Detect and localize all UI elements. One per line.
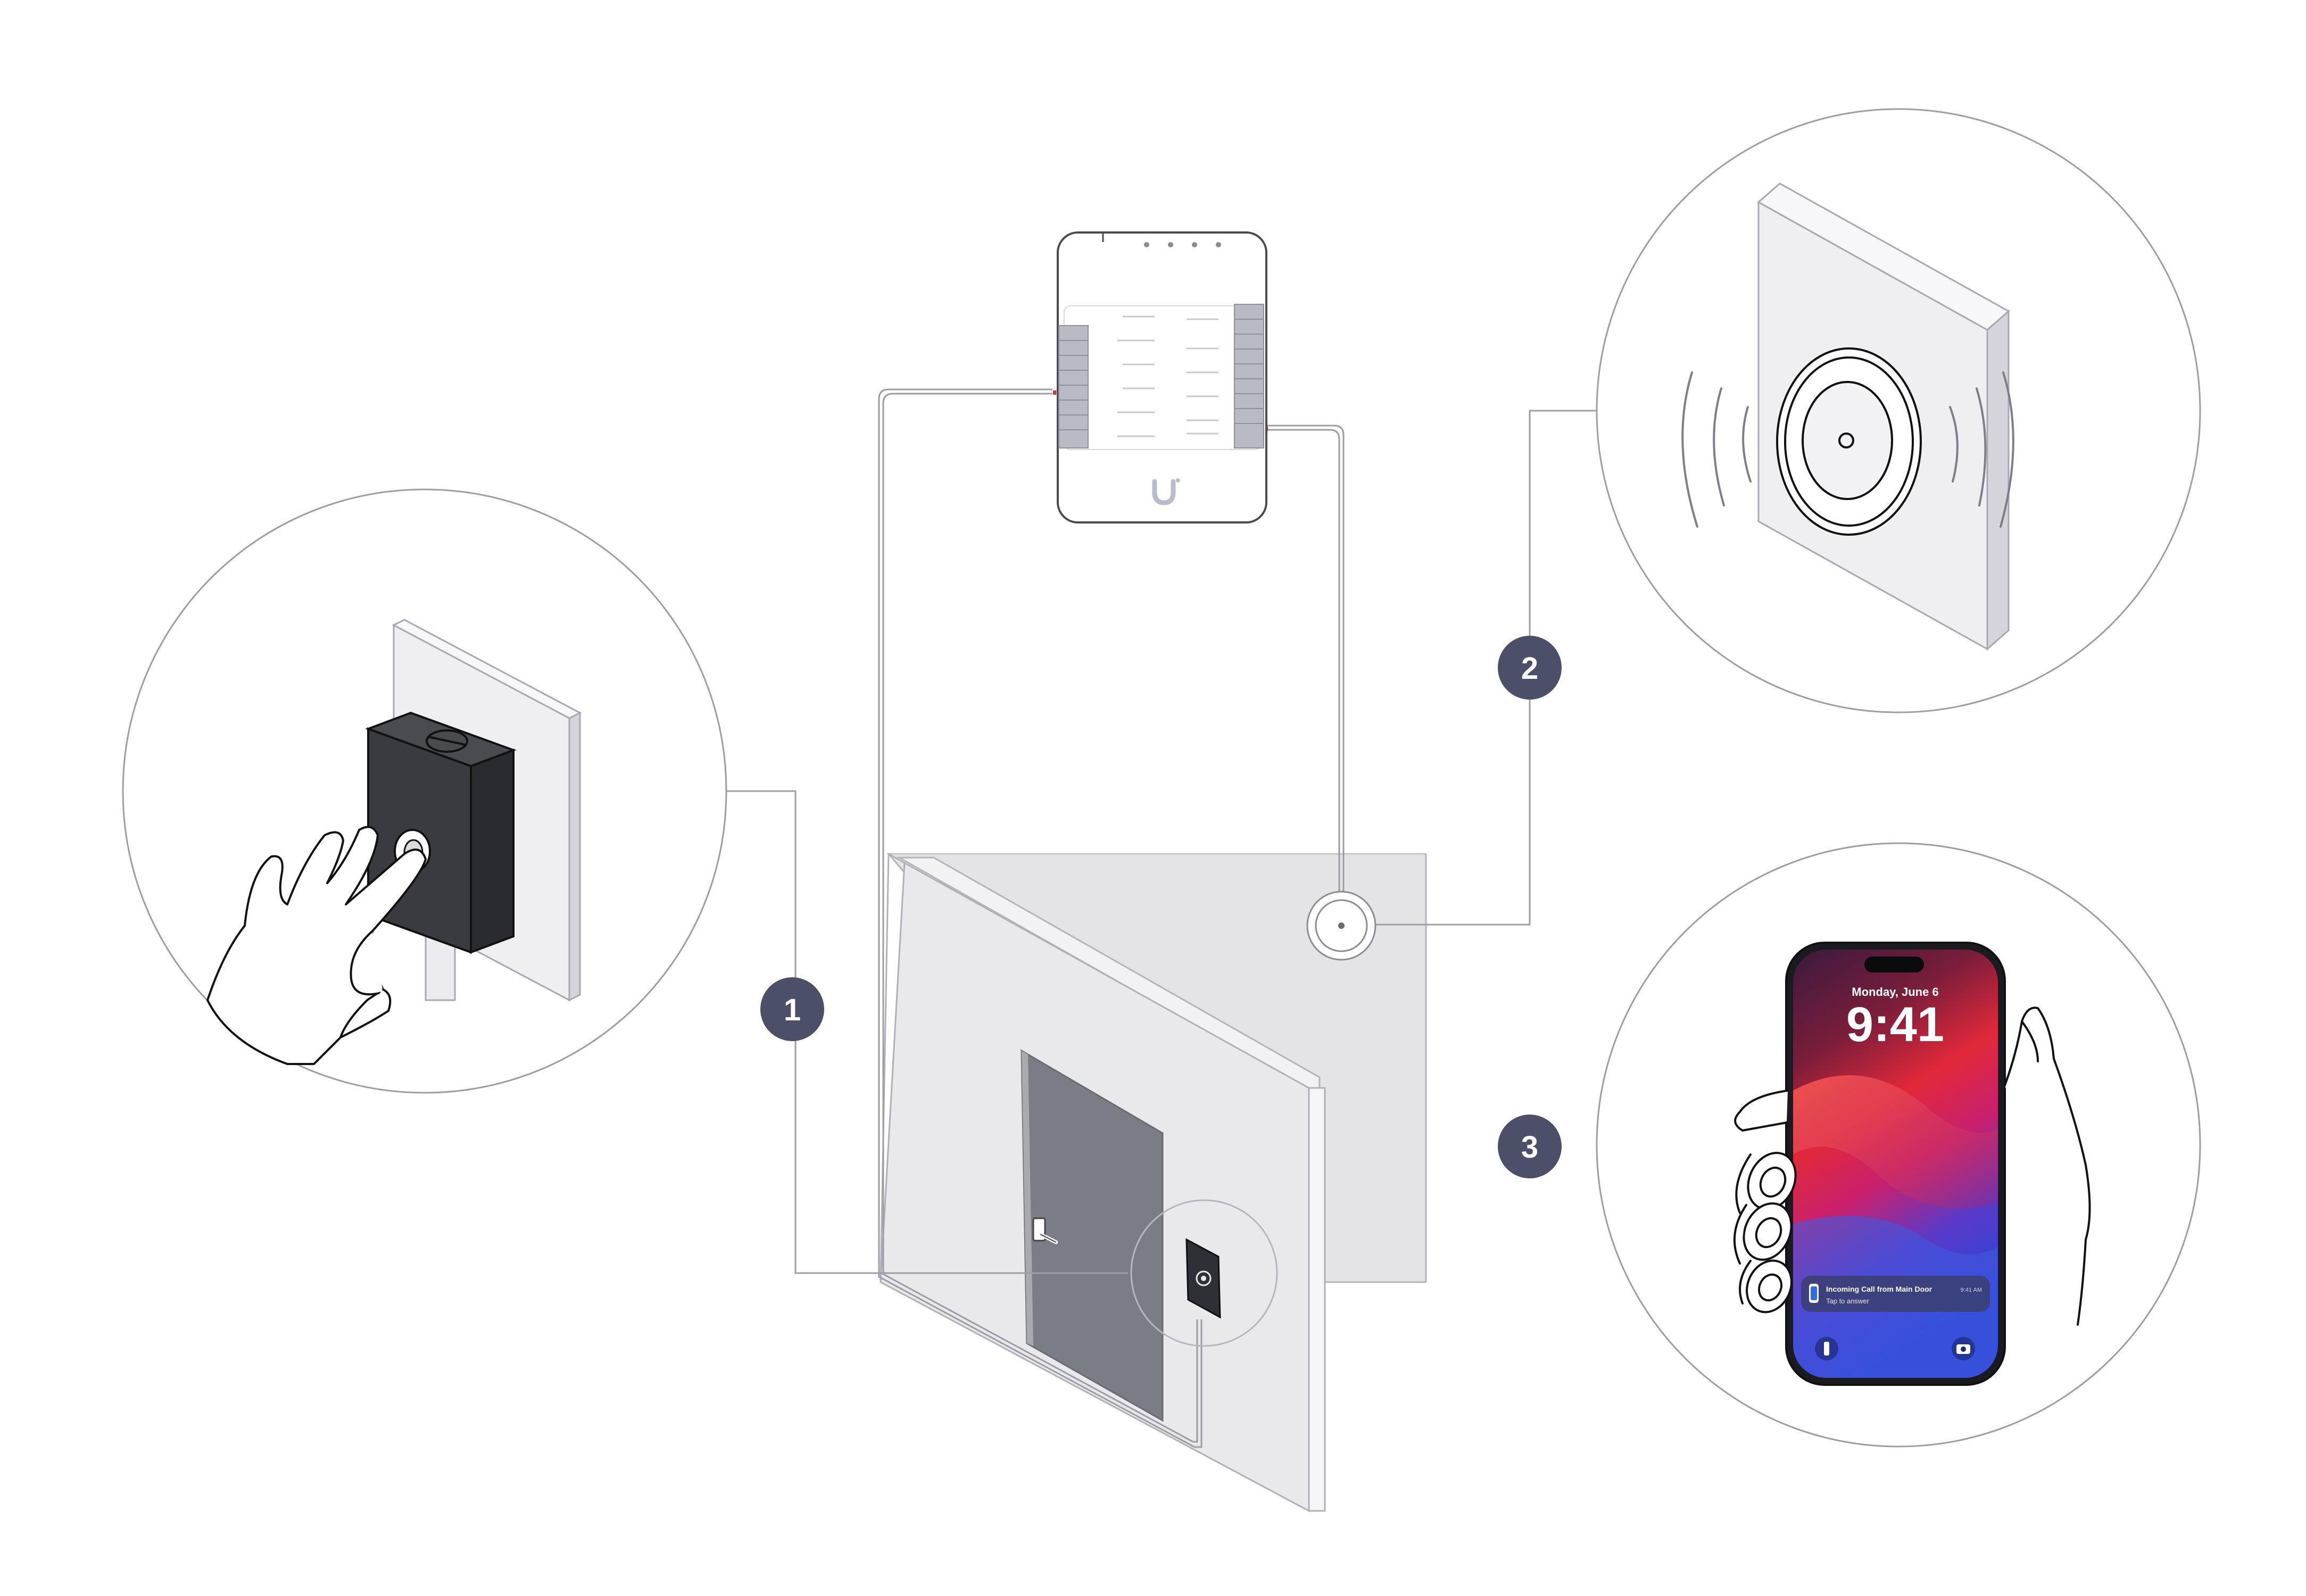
- notification-time: 9:41 AM: [1961, 1287, 1982, 1293]
- access-hub: [1057, 231, 1267, 523]
- step-badge-1: 1: [760, 977, 824, 1041]
- flashlight-icon[interactable]: [1815, 1337, 1838, 1360]
- step-number: 1: [784, 993, 801, 1027]
- signal-waves: [1681, 371, 2014, 528]
- lock-screen-time: 9:41: [1846, 998, 1944, 1052]
- wiring: [878, 388, 1345, 1448]
- step-badge-2: 2: [1498, 636, 1562, 700]
- notification-subtitle: Tap to answer: [1826, 1297, 1870, 1305]
- incoming-call-notification[interactable]: Incoming Call from Main Door Tap to answ…: [1801, 1276, 1990, 1312]
- smartphone-icon: Monday, June 6 9:41 Incoming Call from M…: [1785, 942, 2006, 1386]
- interior-door: [1021, 1049, 1164, 1422]
- callout-smartphone: Monday, June 6 9:41 Incoming Call from M…: [1596, 842, 2201, 1448]
- ceiling-sensor-icon: [1306, 891, 1376, 961]
- hand-holding-phone: [1733, 1007, 2091, 1326]
- step-number: 2: [1521, 651, 1538, 686]
- access-hub-logo-icon: [1152, 478, 1180, 505]
- step-number: 3: [1521, 1130, 1538, 1165]
- terminal-block-left: [1058, 325, 1089, 448]
- door-handle-icon: [1032, 1217, 1058, 1244]
- hand-icon: [206, 826, 427, 1065]
- door-reader: [1130, 1199, 1278, 1347]
- notification-title: Incoming Call from Main Door: [1826, 1285, 1932, 1293]
- status-leds: [1144, 242, 1221, 247]
- doorbell-button-icon: [365, 711, 517, 954]
- callout-ceiling-sensor: [1596, 108, 2201, 713]
- terminal-block-right: [1234, 304, 1264, 448]
- port-labels: [1117, 315, 1218, 437]
- lock-screen-date: Monday, June 6: [1852, 985, 1938, 999]
- step-badge-3: 3: [1498, 1115, 1562, 1178]
- camera-icon[interactable]: [1952, 1337, 1975, 1360]
- sensor-icon: [1776, 347, 1922, 536]
- callout-doorbell-button: [122, 488, 727, 1094]
